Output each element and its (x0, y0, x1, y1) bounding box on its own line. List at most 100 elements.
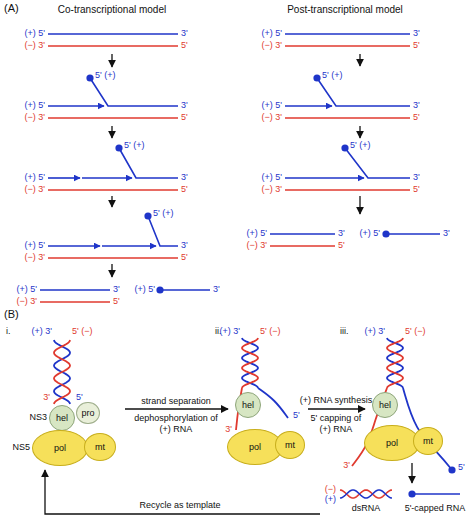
step-arrow (111, 196, 112, 207)
step-arrow (308, 408, 365, 409)
text-label: 3' (113, 284, 120, 295)
cap-dot (115, 144, 122, 151)
domain-name: pol (249, 442, 261, 452)
cap-dot (408, 490, 415, 497)
text-label: (−) 3' (262, 40, 282, 51)
text-label: (+) 5' (25, 100, 45, 111)
cap-dot (144, 212, 151, 219)
protein-domain: hel (372, 392, 398, 418)
text-label: 3' (443, 228, 450, 239)
domain-name: hel (56, 413, 68, 423)
text-label: Post-transcriptional model (287, 4, 403, 16)
text-label: 3' (225, 424, 232, 435)
text-label: 3' (338, 228, 345, 239)
text-label: 5' (−) (405, 326, 425, 337)
step-arrow (359, 54, 360, 66)
protein-domain: mt (275, 431, 305, 459)
text-label: 5' (181, 40, 188, 51)
text-label: 3' (181, 240, 188, 251)
step-arrow (111, 126, 112, 138)
protein-domain: mt (413, 427, 443, 455)
plus-strand (258, 388, 288, 418)
text-label: NS5 (12, 442, 30, 453)
text-label: strand separation (141, 396, 211, 407)
text-label: (+) 3' (365, 326, 385, 337)
step-arrow (111, 54, 112, 67)
minus-strand (242, 338, 258, 388)
cap-dot (313, 74, 320, 81)
text-label: (+) RNA synthesis (300, 395, 372, 406)
text-label: (+) 5' (360, 228, 380, 239)
text-label: i. (6, 326, 11, 337)
minus-strand (285, 45, 410, 47)
cap-dot (448, 466, 455, 473)
text-label: 5' (+) (350, 140, 370, 151)
step-arrow (111, 264, 112, 277)
minus-strand (340, 490, 392, 498)
released-strand (160, 289, 210, 291)
protein-domain: pol (32, 430, 88, 466)
text-label: (+) 5' (25, 240, 45, 251)
domain-name: mt (285, 440, 295, 450)
text-label: 3' (413, 100, 420, 111)
text-label: Co-transcriptional model (58, 4, 166, 16)
protein-domain: hel (49, 405, 75, 431)
domain-name: hel (379, 400, 391, 410)
plus-strand (270, 233, 335, 235)
plus-strand (242, 338, 258, 388)
text-label: dsRNA (352, 503, 381, 514)
domain-name: mt (95, 442, 105, 452)
cap-dot (382, 230, 389, 237)
text-label: 5' (181, 112, 188, 123)
minus-strand (54, 340, 70, 404)
text-label: Recycle as template (139, 500, 220, 511)
text-label: 5' (293, 410, 300, 421)
displaced-strand (119, 148, 178, 178)
text-label: 5' (413, 112, 420, 123)
text-label: 5' (181, 252, 188, 263)
displaced-strand (148, 216, 178, 246)
domain-name: pol (54, 443, 66, 453)
text-label: (+) 3' (220, 326, 240, 337)
plus-strand (40, 289, 110, 291)
text-label: (A) (4, 2, 19, 15)
minus-strand (285, 189, 410, 191)
minus-strand (40, 301, 110, 303)
text-label: 5' (+) (95, 70, 115, 81)
step-arrow (411, 463, 412, 483)
minus-strand (387, 338, 403, 388)
text-label: 5' (113, 296, 120, 307)
displaced-strand (345, 148, 410, 178)
text-label: (+) 5' (135, 284, 155, 295)
text-label: 5' (413, 40, 420, 51)
nascent-strand (48, 245, 100, 247)
minus-strand (48, 45, 178, 47)
text-label: 3' (413, 28, 420, 39)
step-arrow (359, 196, 360, 214)
plus-strand (48, 33, 178, 35)
text-label: 5' (+) (124, 140, 144, 151)
text-label: 5' capping of (+) RNA (305, 413, 367, 435)
text-label: 3' (43, 392, 50, 403)
minus-strand (48, 257, 178, 259)
text-label: (−) 3' (25, 112, 45, 123)
text-label: (−) 3' (25, 40, 45, 51)
text-label: 5' (+) (322, 70, 342, 81)
text-label: NS3 (29, 412, 47, 423)
text-label: 3' (343, 460, 350, 471)
nascent-strand (48, 105, 104, 107)
released-strand (386, 233, 440, 235)
nascent-strand (48, 177, 80, 179)
text-label: 3' (181, 100, 188, 111)
text-label: (−) 3' (17, 296, 37, 307)
text-label: (+) (325, 494, 336, 505)
text-label: (+) 5' (25, 28, 45, 39)
text-label: 3' (213, 284, 220, 295)
text-label: 5' (181, 184, 188, 195)
text-label: (+) 5' (262, 28, 282, 39)
text-label: (+) 5' (247, 228, 267, 239)
text-label: 5' (458, 462, 465, 473)
protein-domain: mt (84, 433, 116, 461)
text-label: (B) (4, 308, 19, 321)
